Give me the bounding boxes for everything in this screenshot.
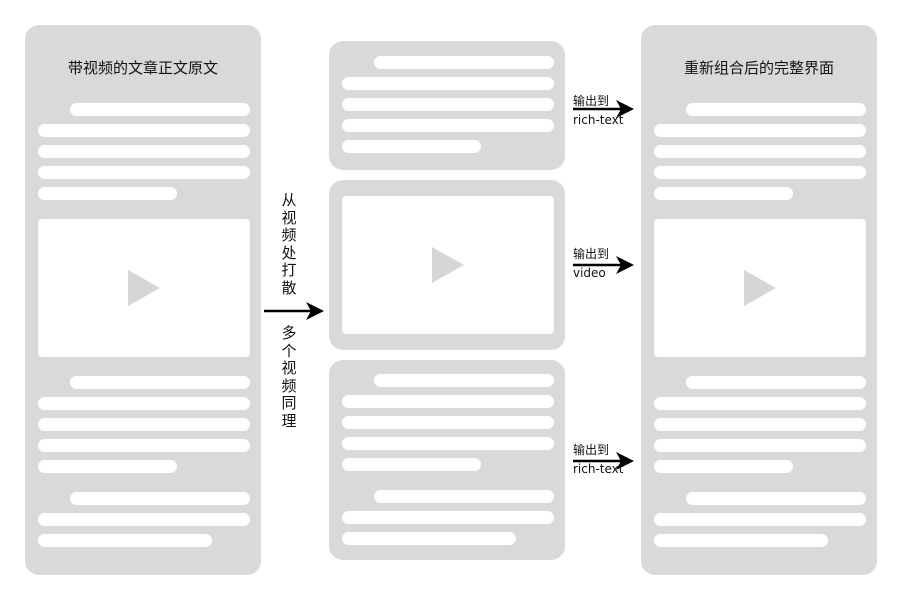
output-arrow-3	[573, 452, 634, 470]
video-placeholder	[38, 219, 250, 357]
output-label-line1: 输出到	[573, 94, 610, 108]
text-line	[686, 376, 866, 389]
text-line	[342, 395, 554, 408]
text-line	[374, 490, 554, 503]
text-line	[342, 532, 516, 545]
output-label-2: 输出到 video	[573, 247, 609, 280]
recombined-title: 重新组合后的完整界面	[683, 59, 834, 77]
text-line	[70, 376, 250, 389]
text-line	[374, 374, 554, 387]
text-line	[38, 145, 250, 158]
output-arrow-2	[573, 256, 634, 274]
text-line	[654, 418, 866, 431]
output-label-1: 输出到 rich-text	[573, 94, 623, 127]
text-line	[654, 166, 866, 179]
text-line	[342, 416, 554, 429]
segment-rich-text-bottom	[329, 360, 565, 560]
text-line	[686, 492, 866, 505]
output-label-line2: rich-text	[573, 462, 624, 476]
split-label-top: 从视频处打散	[281, 191, 297, 297]
play-icon	[432, 247, 464, 283]
original-article-panel: 带视频的文章正文原文	[25, 25, 261, 575]
video-placeholder	[654, 219, 866, 357]
output-label-line1: 输出到	[573, 247, 610, 261]
text-line	[38, 187, 177, 200]
text-line	[342, 98, 554, 111]
text-line	[342, 511, 554, 524]
text-line	[70, 103, 250, 116]
segment-rich-text-top	[329, 41, 565, 170]
output-label-3: 输出到 rich-text	[573, 443, 623, 476]
split-label-bottom: 多个视频同理	[281, 324, 297, 430]
text-line	[342, 458, 481, 471]
output-label-line2: rich-text	[573, 113, 624, 127]
original-article-title: 带视频的文章正文原文	[67, 59, 218, 77]
video-placeholder	[342, 196, 554, 334]
text-line	[70, 492, 250, 505]
recombined-panel: 重新组合后的完整界面	[641, 25, 877, 575]
text-line	[654, 513, 866, 526]
split-arrow	[264, 302, 324, 320]
text-line	[374, 56, 554, 69]
text-line	[654, 460, 793, 473]
text-line	[38, 124, 250, 137]
text-line	[342, 77, 554, 90]
text-line	[38, 460, 177, 473]
text-line	[342, 140, 481, 153]
text-line	[38, 397, 250, 410]
output-label-line2: video	[573, 266, 606, 280]
text-line	[654, 187, 793, 200]
play-icon	[128, 270, 160, 306]
text-line	[654, 397, 866, 410]
text-line	[342, 119, 554, 132]
text-line	[654, 145, 866, 158]
text-line	[686, 103, 866, 116]
text-line	[654, 439, 866, 452]
output-label-line1: 输出到	[573, 443, 610, 457]
text-line	[38, 166, 250, 179]
text-line	[342, 437, 554, 450]
text-line	[654, 534, 828, 547]
text-line	[38, 513, 250, 526]
text-line	[38, 439, 250, 452]
segment-video	[329, 180, 565, 350]
output-arrow-1	[573, 100, 634, 118]
text-line	[38, 534, 212, 547]
text-line	[654, 124, 866, 137]
play-icon	[744, 270, 776, 306]
text-line	[38, 418, 250, 431]
